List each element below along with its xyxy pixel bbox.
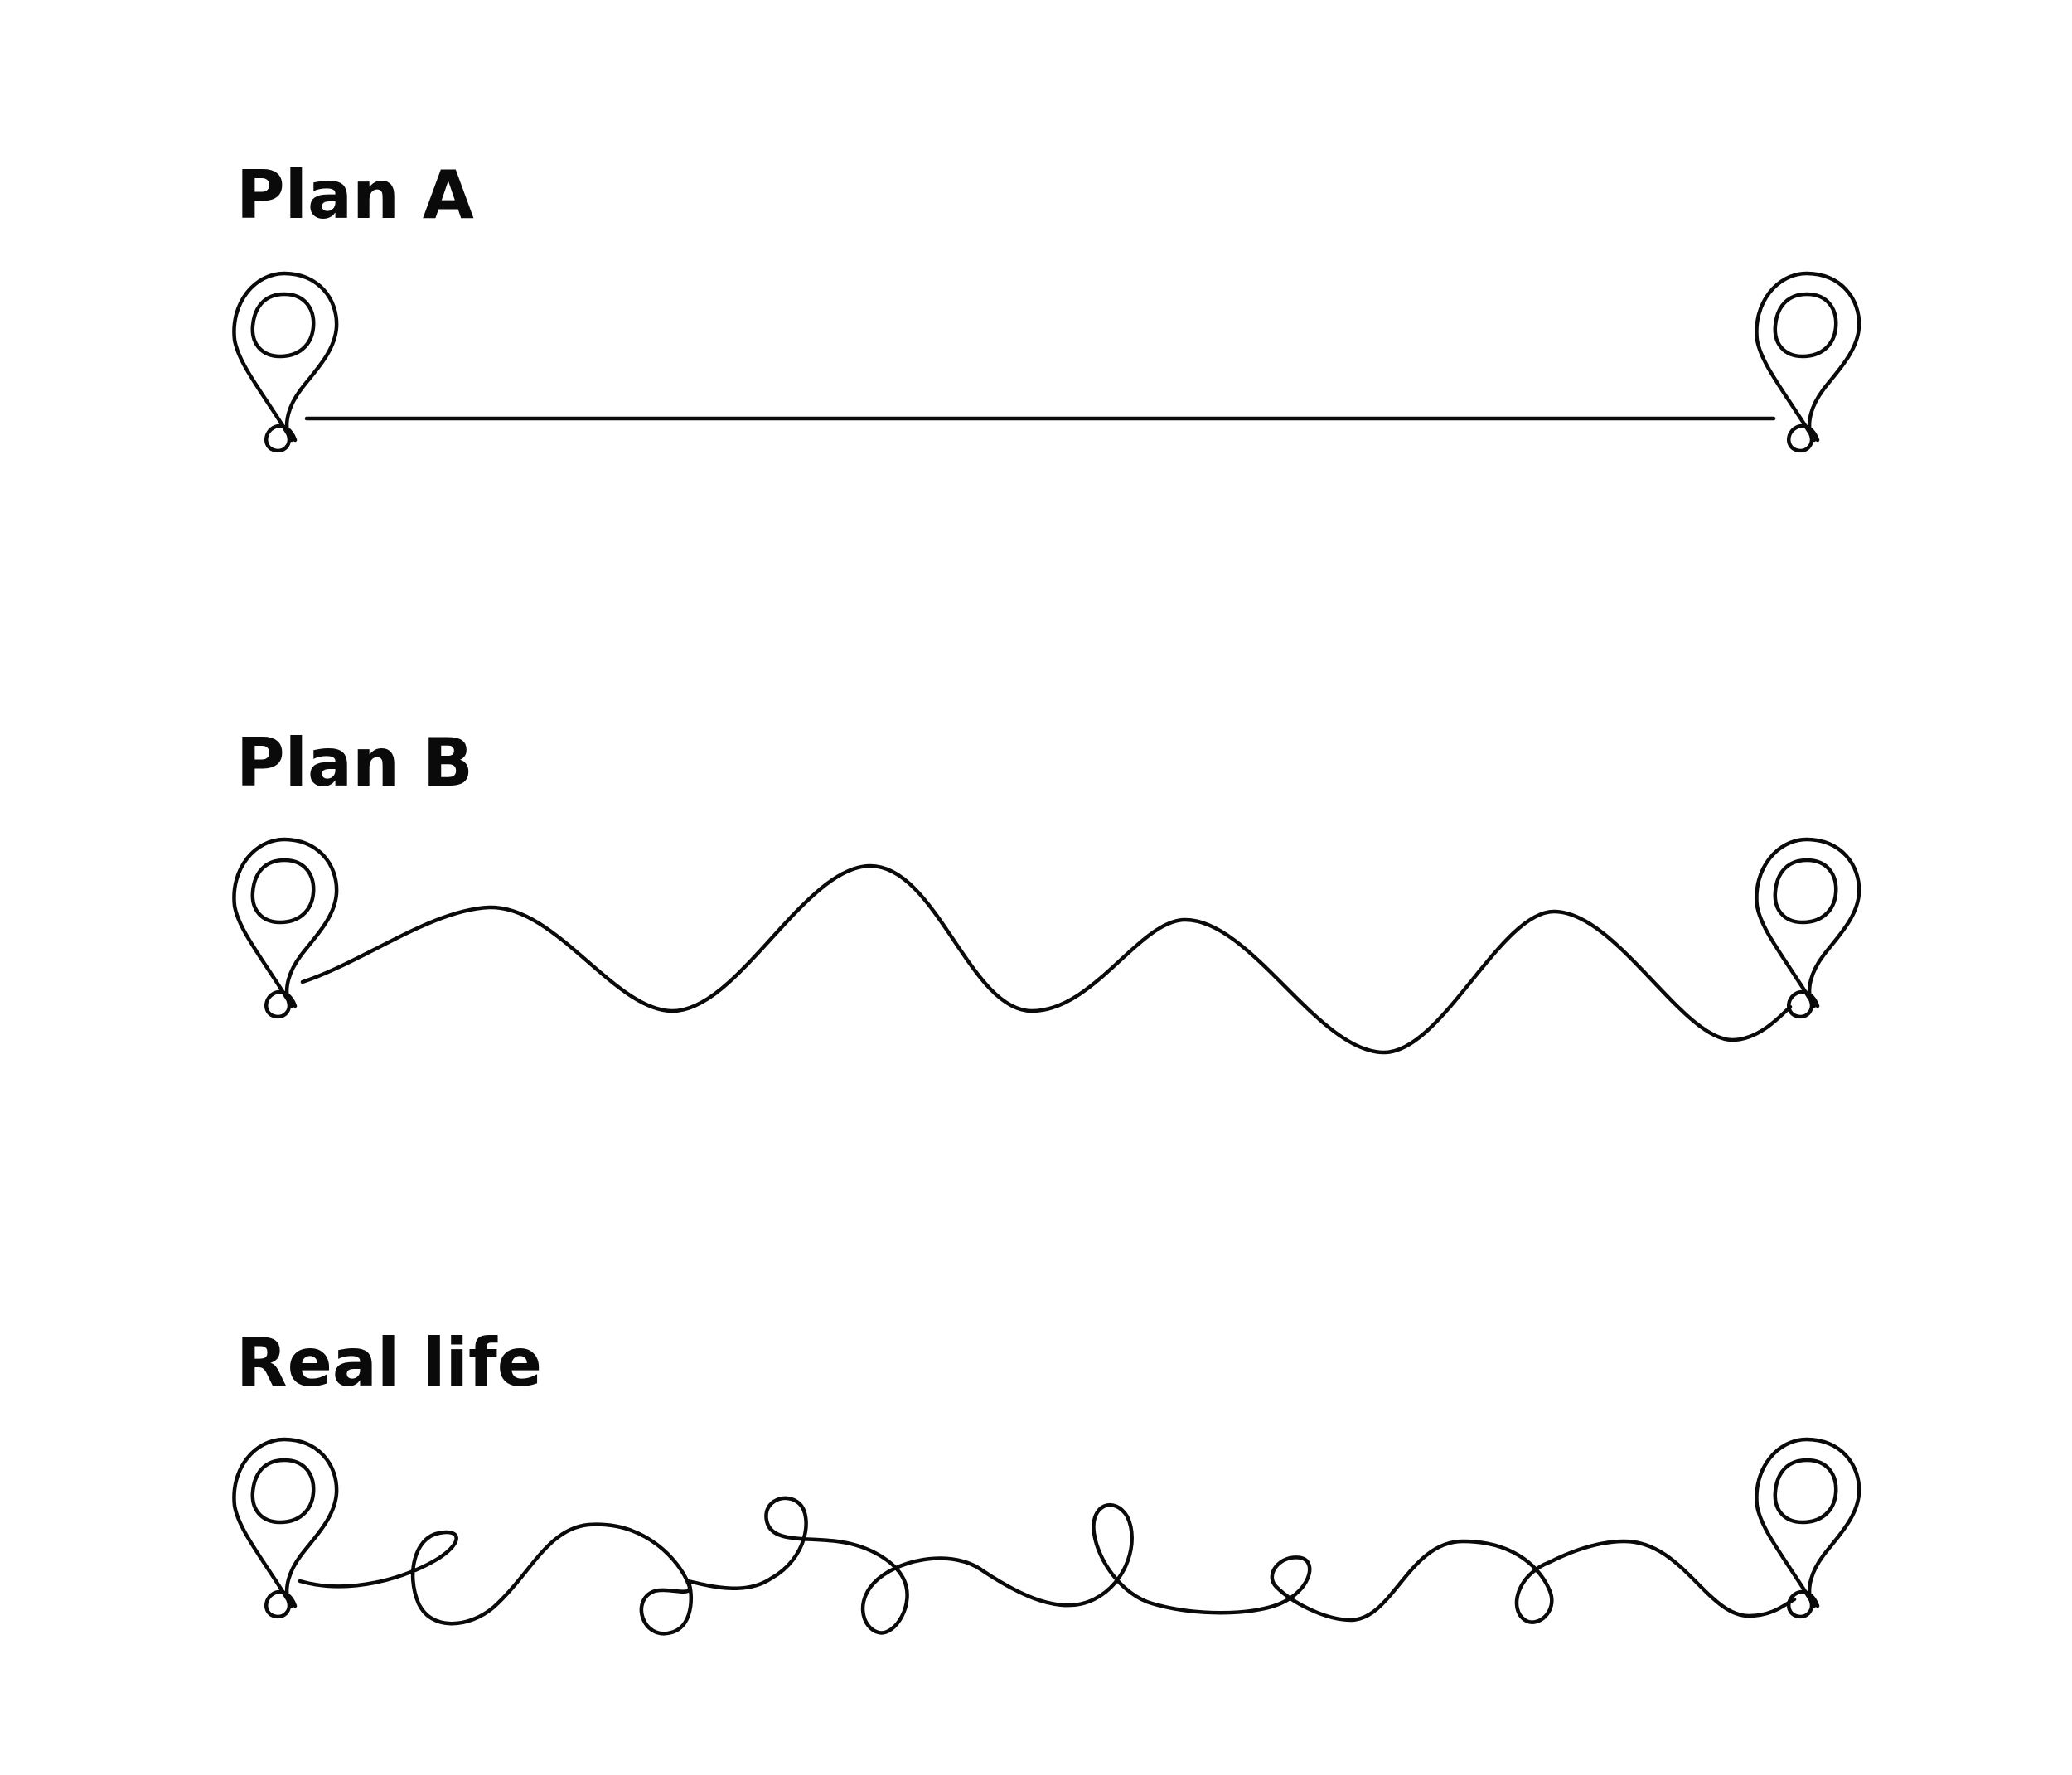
route-wavy	[300, 863, 1793, 1055]
map-pin-icon	[234, 273, 336, 451]
section-plan-a: Plan A	[234, 157, 1859, 451]
end-pin-plan-b	[1756, 839, 1859, 1017]
map-pin-icon	[1756, 1439, 1859, 1617]
map-pin-icon	[234, 839, 336, 1017]
end-pin-plan-a	[1756, 273, 1859, 451]
map-pin-icon	[1756, 273, 1859, 451]
section-title-real-life: Real life	[236, 1324, 542, 1401]
start-pin-plan-b	[234, 839, 336, 1017]
section-plan-b: Plan B	[234, 724, 1859, 1055]
section-real-life: Real life	[234, 1324, 1859, 1636]
section-title-plan-b: Plan B	[236, 724, 473, 801]
map-pin-icon	[1756, 839, 1859, 1017]
end-pin-real-life	[1756, 1439, 1859, 1617]
route-loopy	[298, 1496, 1797, 1636]
map-pin-icon	[234, 1439, 336, 1617]
start-pin-plan-a	[234, 273, 336, 451]
section-title-plan-a: Plan A	[236, 157, 474, 234]
start-pin-real-life	[234, 1439, 336, 1617]
